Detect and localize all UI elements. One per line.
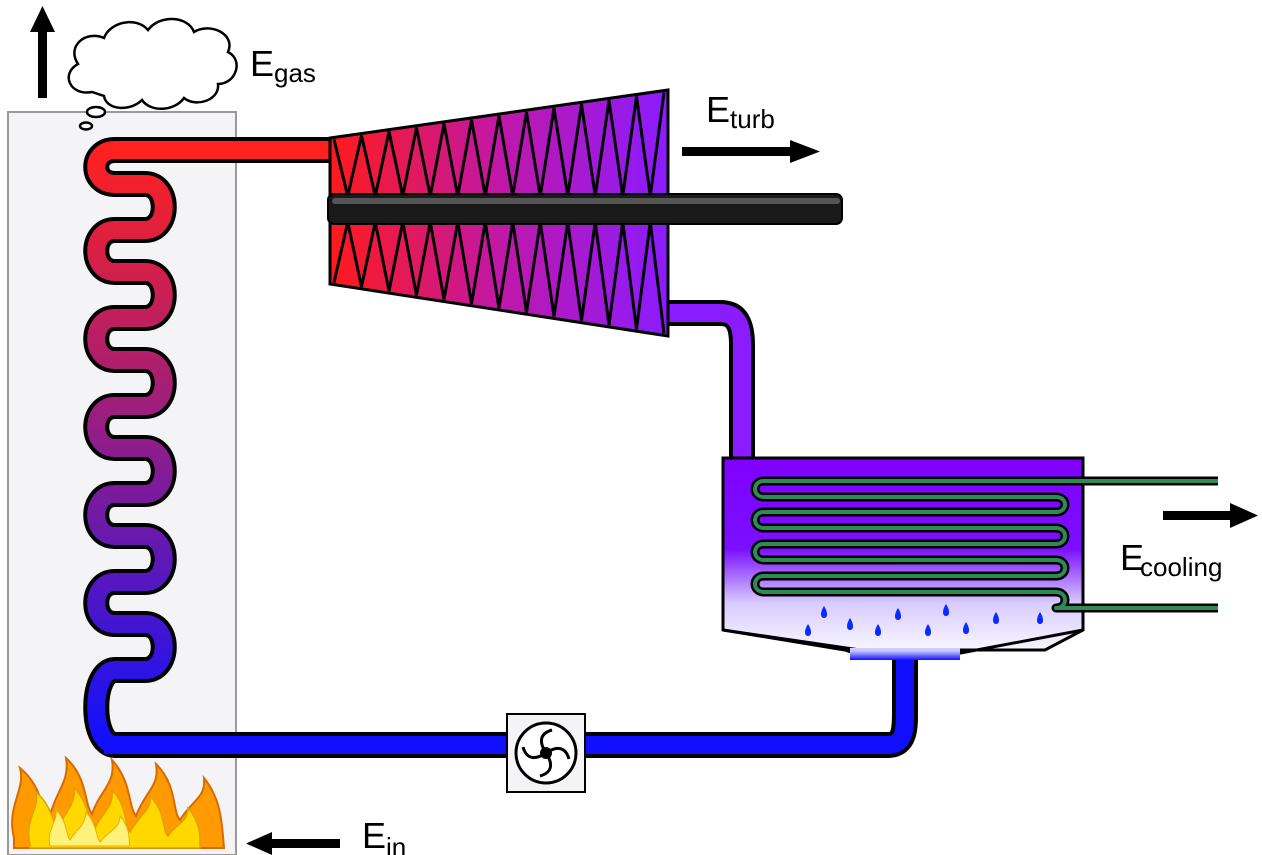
boiler-coil bbox=[87, 141, 510, 754]
in-arrow bbox=[246, 832, 340, 855]
turb-arrow bbox=[682, 140, 820, 163]
condensate-droplets bbox=[805, 604, 1043, 636]
condenser-icon bbox=[721, 456, 1218, 660]
pump-icon bbox=[506, 713, 586, 793]
cooling-arrow bbox=[1163, 503, 1258, 528]
cooling-coil bbox=[753, 479, 1218, 610]
return-pipe bbox=[585, 655, 914, 754]
smoke-cloud-icon bbox=[67, 17, 238, 131]
label-e-gas: Egas bbox=[250, 43, 316, 88]
exhaust-arrow bbox=[30, 6, 55, 98]
steam-pipe-outline bbox=[668, 300, 755, 462]
turbine-icon bbox=[327, 88, 843, 338]
steam-pipe bbox=[668, 304, 751, 462]
turbine-blades-bottom bbox=[332, 221, 666, 334]
turbine-blades-top bbox=[332, 92, 666, 197]
label-e-in: Ein bbox=[362, 815, 406, 855]
return-pipe-outline bbox=[585, 655, 918, 758]
label-e-turb: Eturb bbox=[706, 89, 775, 134]
flame-icon bbox=[11, 755, 226, 849]
label-e-cooling: Ecooling bbox=[1120, 537, 1222, 582]
